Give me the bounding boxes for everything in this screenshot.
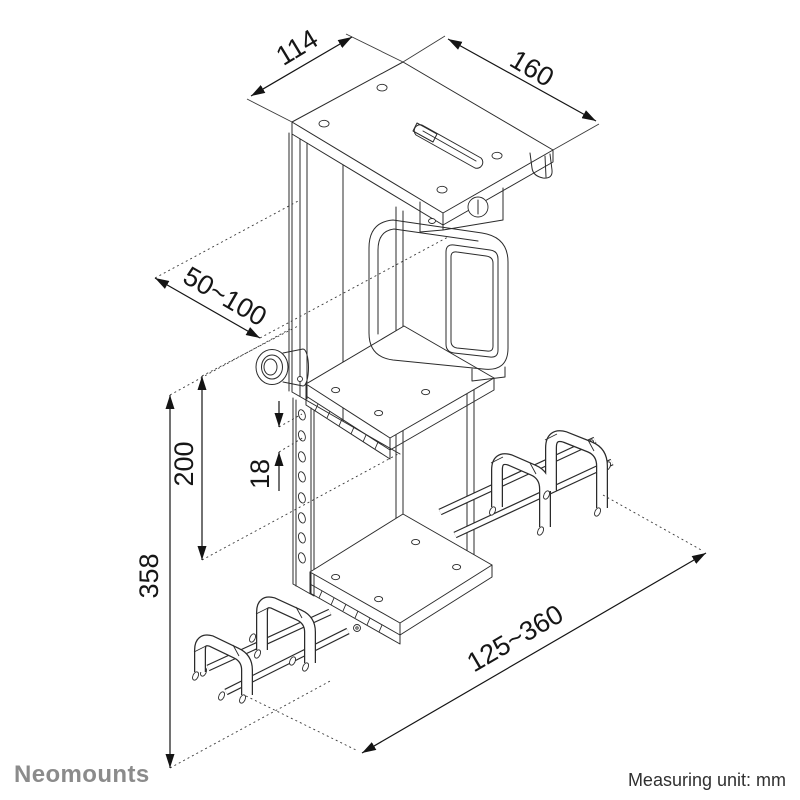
dim-line-114 — [250, 36, 353, 97]
dim-line-50-100 — [154, 277, 261, 339]
right-tube-hooks — [489, 430, 608, 536]
shelf-top-face — [305, 325, 495, 439]
bracket-inner-band-line — [377, 228, 479, 335]
bracket-cutout — [445, 244, 499, 358]
dimension-clamp-width-range: 50~100 — [154, 261, 272, 339]
left-hook-leg-caps — [192, 649, 309, 704]
dim-label-18: 18 — [245, 459, 275, 489]
dimension-top-plate-depth: 114 — [250, 23, 353, 97]
top-plate-screw-holes — [318, 83, 503, 194]
top-plate-face — [291, 61, 554, 214]
right-slide-rails — [438, 436, 614, 539]
cpu-clamp-bracket — [368, 219, 509, 382]
left-slide-rails — [200, 608, 350, 701]
bracket-cutout-inner-line — [450, 251, 494, 352]
dim-label-125-360: 125~360 — [462, 599, 569, 678]
front-apron-edges — [419, 187, 504, 233]
bracket-outer-band — [368, 219, 509, 370]
dim-line-125-360 — [361, 552, 707, 754]
clamp-side-panel — [288, 132, 401, 455]
left-tube-hooks — [192, 596, 316, 704]
right-hooks-bend-marks — [490, 433, 595, 475]
dimension-overall-height: 358 — [134, 395, 175, 768]
tray-serration-ticks — [318, 590, 383, 633]
shelf-holes — [331, 387, 431, 417]
dim-label-358: 358 — [134, 553, 164, 598]
bracket-foot — [471, 366, 506, 382]
solid-extension-lines — [246, 33, 600, 151]
measuring-unit-note: Measuring unit: mm — [628, 770, 786, 790]
left-hooks-core — [195, 597, 315, 695]
clamp-knob — [255, 348, 309, 387]
extension-lines — [154, 33, 704, 769]
dim-label-200: 200 — [169, 441, 199, 486]
top-plate-slot — [413, 124, 484, 169]
middle-shelf — [305, 325, 495, 460]
right-hook-leg-caps — [489, 490, 601, 536]
dim-label-50-100: 50~100 — [178, 261, 272, 332]
apron-hole — [428, 218, 436, 224]
dimension-hole-pitch: 18 — [245, 401, 284, 491]
knob-screw — [297, 376, 303, 382]
top-plate-edge-tab — [529, 152, 553, 179]
top-plate — [291, 61, 554, 233]
shelf-thickness-edges — [305, 377, 495, 451]
brand-logo: Neomounts — [14, 761, 150, 788]
strip-adjustment-holes — [298, 409, 306, 564]
dimension-slide-span: 200 — [169, 376, 207, 560]
dotted-extension-lines — [154, 199, 704, 769]
clamp-panel-edges — [288, 132, 401, 455]
right-rails-core — [439, 437, 613, 538]
knob-barrel — [282, 348, 309, 387]
right-hooks-core — [492, 431, 607, 527]
tray-corner-screw — [353, 624, 361, 632]
top-plate-slot-notch — [412, 122, 438, 143]
knob-inner-face — [263, 358, 278, 376]
left-rail-end-caps — [200, 633, 296, 701]
shelf-serration-ticks — [314, 403, 379, 450]
dim-line-160 — [447, 38, 597, 122]
right-rails-outline — [438, 436, 614, 539]
strip-edges — [292, 397, 315, 597]
perforated-strip — [292, 397, 315, 597]
tray-corner-screw-center — [355, 626, 359, 630]
dim-label-160: 160 — [505, 44, 559, 93]
shelf-front-lip — [305, 395, 391, 460]
left-hooks-bend-marks — [193, 606, 303, 657]
dim-label-114: 114 — [271, 23, 323, 71]
